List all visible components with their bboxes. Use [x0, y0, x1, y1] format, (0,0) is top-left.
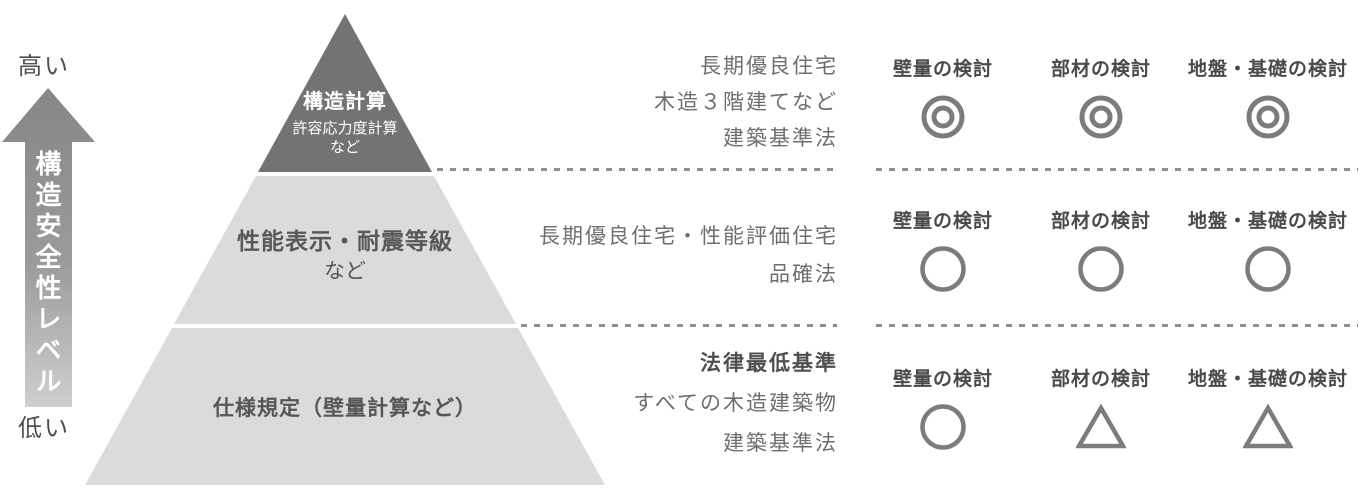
description-line: 法律最低基準: [700, 352, 838, 375]
check-cell-row2-ground: 地盤・基礎の検討: [1173, 206, 1360, 295]
up-arrow-icon: [2, 88, 95, 407]
pyramid-tier3-shape: [85, 328, 605, 485]
tier1-subtitle2: など: [329, 139, 360, 156]
triangle-icon: [1021, 401, 1181, 453]
check-cell-row2-member: 部材の検討: [1021, 206, 1181, 295]
tier2-title: 性能表示・耐震等級: [237, 228, 453, 254]
circle-icon: [1173, 243, 1360, 295]
double-circle-icon: [863, 91, 1023, 143]
check-header: 壁量の検討: [892, 211, 993, 232]
dashed-separator-row2-right: [876, 324, 1358, 327]
dashed-separator-row1-left: [437, 168, 837, 171]
check-cell-row3-ground: 地盤・基礎の検討: [1173, 364, 1360, 453]
description-line: 建築基準法: [723, 127, 838, 150]
check-header: 地盤・基礎の検討: [1187, 211, 1348, 232]
tier2-subtitle: など: [324, 260, 366, 283]
description-line: 長期優良住宅・性能評価住宅: [539, 225, 838, 248]
check-header: 壁量の検討: [892, 59, 993, 80]
triangle-icon: [1173, 401, 1360, 453]
description-line: 建築基準法: [723, 432, 838, 455]
check-cell-row3-member: 部材の検討: [1021, 364, 1181, 453]
check-cell-row3-wall: 壁量の検討: [863, 364, 1023, 453]
circle-icon: [863, 401, 1023, 453]
dashed-separator-row2-left: [521, 324, 837, 327]
check-header: 地盤・基礎の検討: [1187, 369, 1348, 390]
dashed-separator-row1-right: [876, 168, 1358, 171]
check-cell-row2-wall: 壁量の検討: [863, 206, 1023, 295]
double-circle-icon: [1173, 91, 1360, 143]
double-circle-icon: [1021, 91, 1181, 143]
description-line: 木造３階建てなど: [654, 91, 838, 114]
tier1-title: 構造計算: [303, 91, 387, 113]
check-header: 部材の検討: [1050, 59, 1151, 80]
pyramid-tier1-shape: [258, 14, 432, 172]
check-header: 部材の検討: [1050, 211, 1151, 232]
check-header: 壁量の検討: [892, 369, 993, 390]
pyramid: [85, 14, 605, 485]
tier1-subtitle: 許容応力度計算: [292, 120, 398, 137]
row3-description: 法律最低基準 すべての木造建築物 建築基準法: [633, 344, 838, 464]
description-line: 長期優良住宅: [700, 55, 838, 78]
check-cell-row1-ground: 地盤・基礎の検討: [1173, 54, 1360, 143]
axis-high-label: 高い: [18, 53, 70, 80]
pyramid-tier2-shape: [174, 176, 516, 324]
row2-description: 長期優良住宅・性能評価住宅 品確法: [539, 218, 838, 294]
check-header: 地盤・基礎の検討: [1187, 59, 1348, 80]
description-line: 品確法: [769, 263, 838, 286]
check-header: 部材の検討: [1050, 369, 1151, 390]
row1-description: 長期優良住宅 木造３階建てなど 建築基準法: [654, 49, 838, 157]
circle-icon: [1021, 243, 1181, 295]
description-line: すべての木造建築物: [633, 392, 838, 415]
axis-title: 構造安全性レベル: [32, 150, 62, 398]
check-cell-row1-member: 部材の検討: [1021, 54, 1181, 143]
check-cell-row1-wall: 壁量の検討: [863, 54, 1023, 143]
circle-icon: [863, 243, 1023, 295]
axis-low-label: 低い: [18, 415, 70, 442]
tier3-title: 仕様規定（壁量計算など）: [213, 397, 477, 420]
